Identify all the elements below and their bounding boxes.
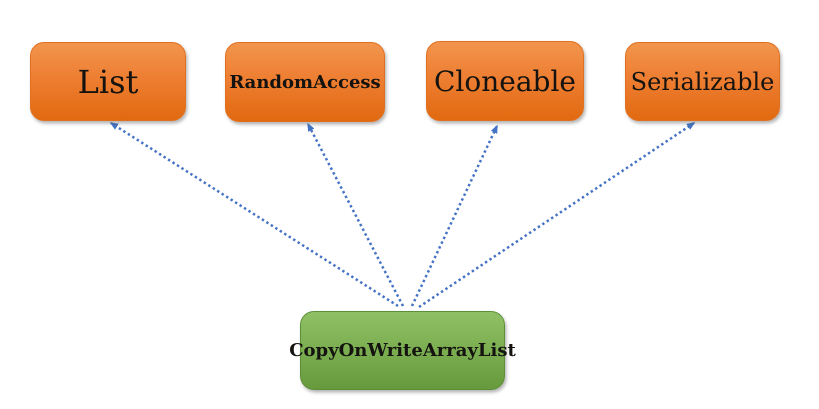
interface-node-serializable: Serializable — [625, 42, 780, 121]
interface-label: Cloneable — [434, 64, 576, 98]
interface-label: RandomAccess — [229, 71, 381, 93]
interface-label: List — [77, 62, 139, 101]
edge-to-cloneable — [410, 124, 499, 307]
interface-label: Serializable — [630, 67, 775, 96]
edge-to-random-access — [306, 122, 405, 307]
edge-to-list — [109, 121, 399, 308]
class-label: CopyOnWriteArrayList — [289, 340, 516, 361]
edge-to-serializable — [418, 121, 696, 309]
class-node-copy-on-write-array-list: CopyOnWriteArrayList — [289, 311, 516, 390]
interface-node-cloneable: Cloneable — [426, 41, 584, 121]
interface-node-list: List — [30, 42, 186, 121]
interface-node-random-access: RandomAccess — [225, 42, 385, 122]
